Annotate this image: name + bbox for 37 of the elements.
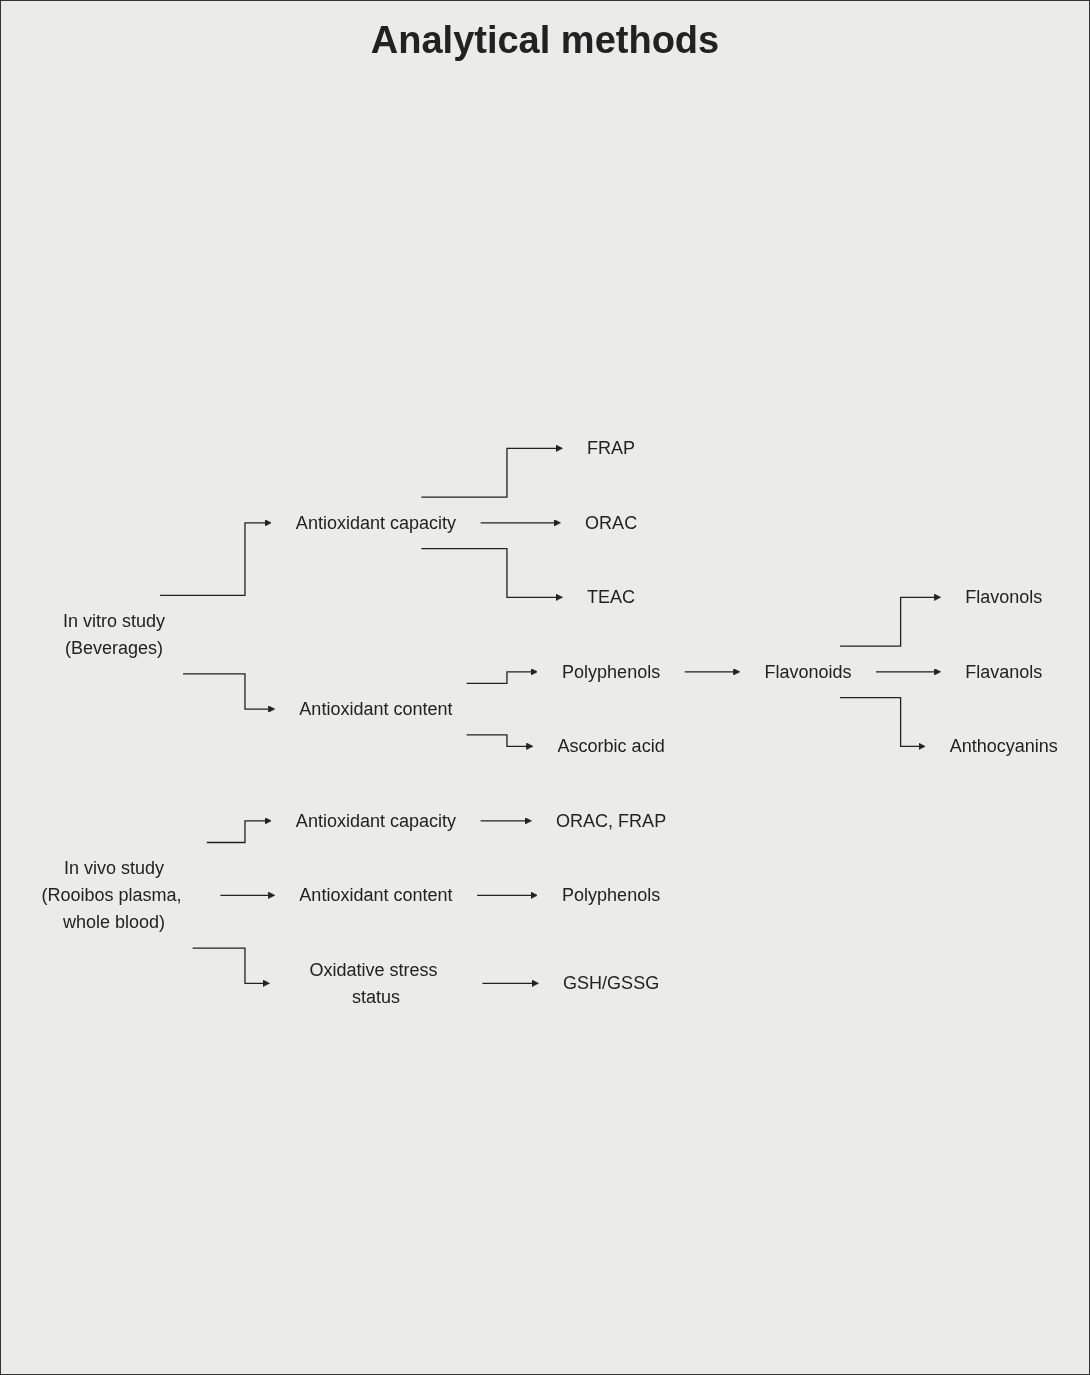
node-text: Polyphenols <box>562 662 661 683</box>
arrow <box>466 668 538 685</box>
arrow <box>476 892 538 900</box>
arrow <box>875 668 942 676</box>
node-text: Polyphenols <box>562 885 661 906</box>
arrow <box>479 817 532 825</box>
node-text: In vitro study (Beverages) <box>62 611 166 659</box>
node-text: Antioxidant capacity <box>295 811 457 832</box>
node-text: Flavonols <box>965 587 1043 608</box>
arrow <box>182 673 276 714</box>
node-text: ORAC, FRAP <box>556 811 667 832</box>
node-text: Antioxidant content <box>299 885 453 906</box>
arrow <box>206 817 272 844</box>
arrow <box>839 697 926 751</box>
arrow <box>839 594 942 648</box>
arrow <box>159 519 272 597</box>
node-text: Antioxidant content <box>299 699 453 720</box>
arrow <box>420 445 563 499</box>
node-text: Flavonoids <box>764 662 852 683</box>
arrow <box>191 947 270 988</box>
arrow <box>481 980 539 988</box>
arrow <box>684 668 741 676</box>
node-text: Oxidative stress status <box>309 960 438 1008</box>
node-text: ORAC <box>585 513 638 534</box>
node-text: FRAP <box>587 438 636 459</box>
arrow <box>420 548 563 602</box>
arrow <box>479 519 561 527</box>
arrow <box>466 734 534 751</box>
node-text: TEAC <box>587 587 636 608</box>
node-text: Antioxidant capacity <box>295 513 457 534</box>
diagram-title: Analytical methods <box>370 19 720 62</box>
node-text: Flavanols <box>965 662 1043 683</box>
node-text: GSH/GSSG <box>563 973 660 994</box>
arrow <box>219 892 276 900</box>
node-text: Ascorbic acid <box>557 736 665 757</box>
node-text: Anthocyanins <box>949 736 1058 757</box>
node-text: In vivo study (Rooibos plasma, whole blood) <box>41 858 182 933</box>
